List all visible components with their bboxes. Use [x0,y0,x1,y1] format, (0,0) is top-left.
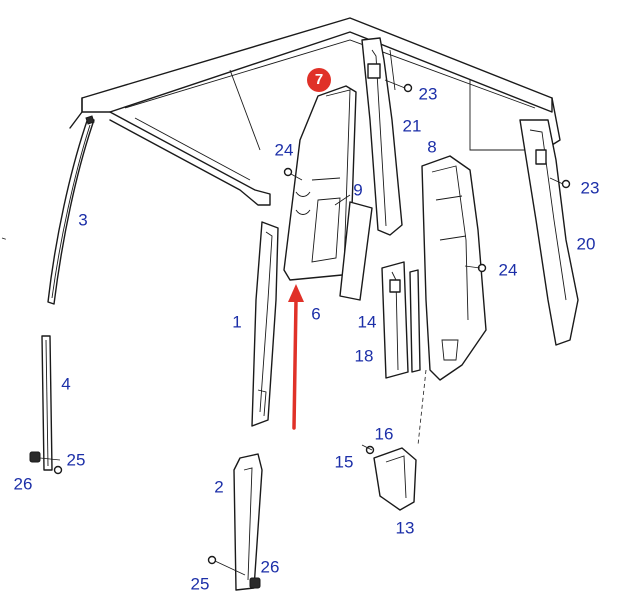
callout-1: 1 [232,312,242,332]
callout-2: 2 [214,477,224,497]
part-21-pillar [361,37,413,236]
callout-25a: 25 [66,450,86,470]
part-18-strip [409,269,421,373]
highlighted-part-badge: 7 [307,68,331,92]
callout-25b: 25 [190,574,210,594]
callout-6: 6 [311,304,321,324]
roof-frame [69,17,561,206]
callout-23a: 23 [418,84,438,104]
callout-24a: 24 [274,140,294,160]
dashed-line [417,369,427,446]
red-arrow-icon [288,284,304,430]
callout-13: 13 [395,518,415,538]
callout-8: 8 [427,137,437,157]
screw-24a [283,167,303,181]
callout-21: 21 [402,116,422,136]
callout-24b: 24 [498,260,518,280]
part-2-lower-pillar [207,453,263,591]
part-6-panel [339,201,373,301]
callout-20: 20 [576,234,596,254]
part-8-duct-panel [421,155,487,381]
callout-15: 15 [334,452,354,472]
callout-14: 14 [357,312,377,332]
callout-4: 4 [61,374,71,394]
part-20-rear-pillar [519,119,579,346]
callout-26b: 26 [260,557,280,577]
part-14-strip [381,261,409,379]
part-7-pillar-panel [283,85,357,281]
part-13-cover [361,444,417,511]
leader-9 [334,194,351,206]
part-3-rear-pillar-trim [47,115,95,305]
callout-18: 18 [354,346,374,366]
callout-26a: 26 [13,474,33,494]
part-4-strip [29,335,63,475]
dashed-line-left [1,237,9,241]
callout-3: 3 [78,210,88,230]
callout-9: 9 [353,180,363,200]
callout-16: 16 [374,424,394,444]
part-1-front-pillar [251,221,279,427]
callout-23b: 23 [580,178,600,198]
